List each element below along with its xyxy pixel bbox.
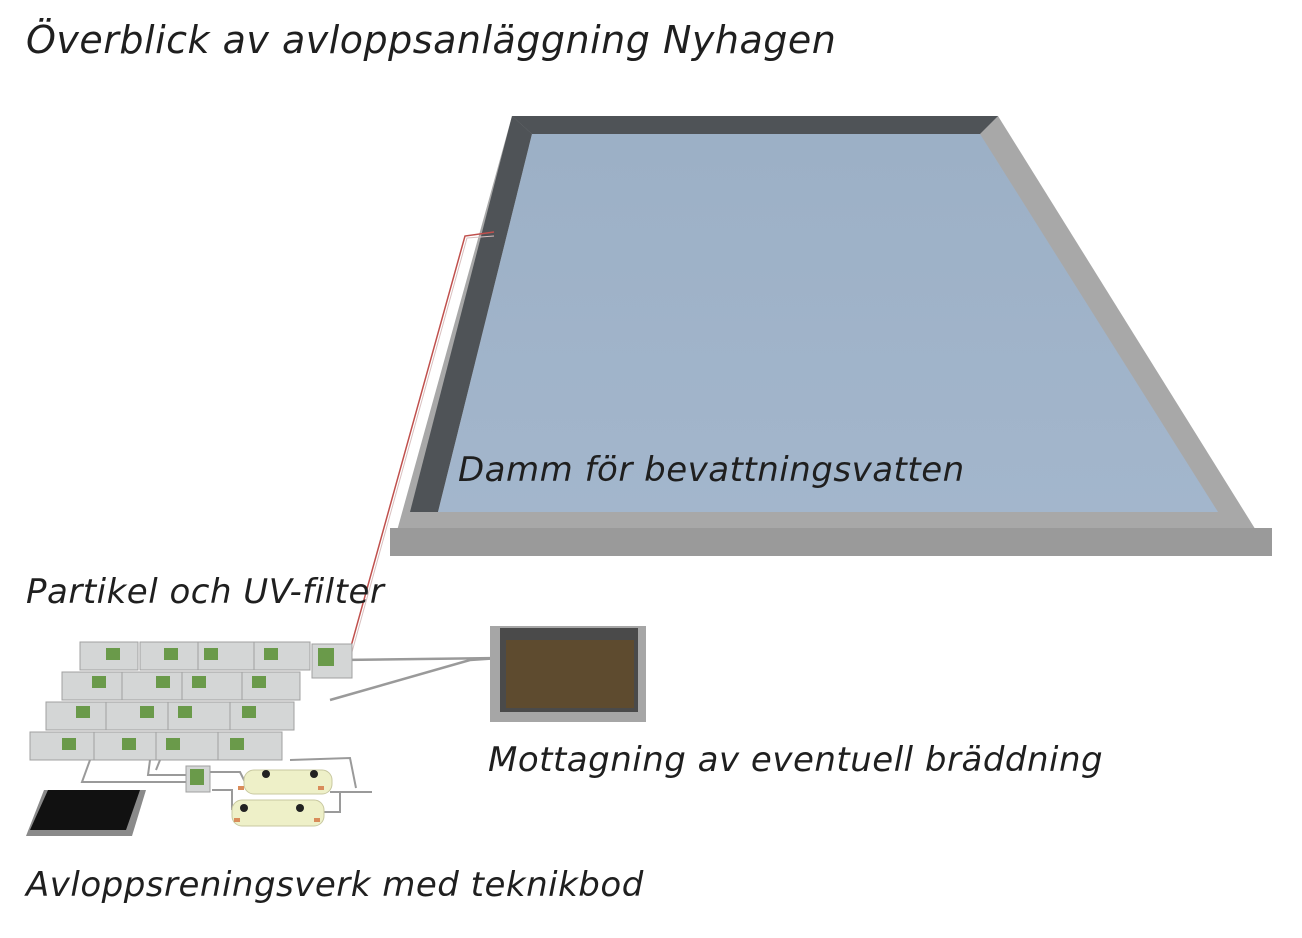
module-row-1 [79, 641, 353, 679]
storage-tanks [231, 769, 333, 827]
technical-shed [26, 790, 146, 836]
pond-rim-front [390, 528, 1272, 556]
pond-water [438, 134, 1218, 512]
supply-pipe-to-pond [349, 231, 495, 651]
treatment-plant-label: Avloppsreningsverk med teknikbod [26, 865, 644, 905]
treatment-modules [29, 641, 353, 761]
control-box [185, 765, 211, 793]
irrigation-pond [390, 116, 1272, 556]
filter-label: Partikel och UV-filter [26, 572, 385, 612]
pond-inner-wall-left [410, 116, 532, 512]
module-row-4 [29, 731, 283, 761]
page-title: Överblick av avloppsanläggning Nyhagen [26, 18, 837, 62]
pond-inner-wall-back [512, 116, 998, 134]
module-row-3 [45, 701, 295, 731]
overflow-label: Mottagning av eventuell bräddning [488, 740, 1104, 780]
pond-label: Damm för bevattningsvatten [458, 450, 965, 490]
supply-pipe-shadow [351, 235, 495, 653]
overflow-pipes [329, 656, 501, 702]
module-row-2 [61, 671, 301, 701]
overflow-basin [490, 626, 646, 722]
